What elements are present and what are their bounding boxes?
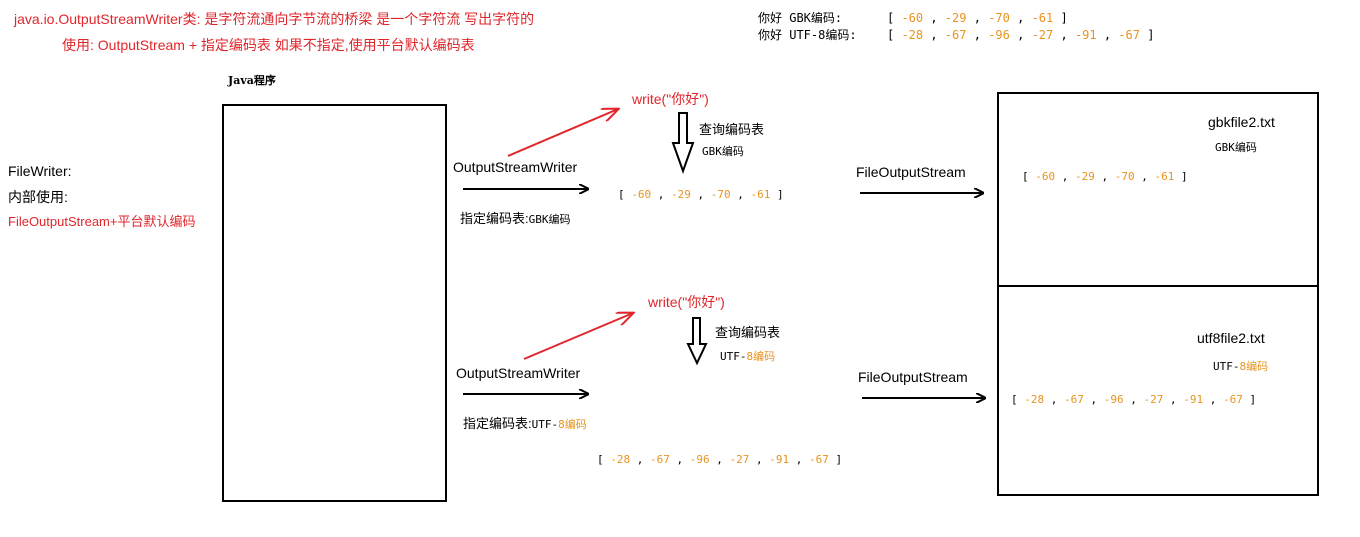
ref-gbk-bytes: [ -60 , -29 , -70 , -61 ] [887, 11, 1068, 25]
gbk-specify-label: 指定编码表:GBK编码 [460, 211, 571, 226]
utf8-red-arrow [523, 313, 633, 360]
utf8-file-bytes: [ -28 , -67 , -96 , -27 , -91 , -67 ] [1011, 393, 1257, 406]
byte-value: -91 [769, 453, 790, 466]
ref-gbk-label: 你好 GBK编码: [758, 11, 843, 25]
byte-value: -67 [650, 453, 670, 466]
byte-value: -91 [1183, 393, 1204, 406]
byte-value: -96 [689, 453, 710, 466]
byte-value: -27 [1031, 28, 1054, 42]
gbk-lookup-label: 查询编码表 [699, 122, 765, 137]
byte-value: -70 [988, 11, 1010, 25]
header-line-1: java.io.OutputStreamWriter类: 是字符流通向字节流的桥… [14, 11, 535, 27]
byte-value: -96 [1103, 393, 1124, 406]
utf8-encoding-label: UTF-8编码 [720, 350, 776, 363]
gbk-file-bytes: [ -60 , -29 , -70 , -61 ] [1022, 170, 1188, 183]
byte-value: -61 [1031, 11, 1054, 25]
byte-value: -28 [901, 28, 924, 42]
byte-value: -67 [1223, 393, 1243, 406]
fos-default-label: FileOutputStream+平台默认编码 [8, 214, 196, 229]
utf8-write-call: write("你好") [648, 294, 725, 310]
byte-value: -28 [1024, 393, 1045, 406]
gbk-osw-label: OutputStreamWriter [453, 159, 578, 175]
byte-value: -60 [631, 188, 652, 201]
java-program-label: Java程序 [228, 74, 276, 87]
byte-value: -61 [750, 188, 771, 201]
gbk-file-name: gbkfile2.txt [1208, 114, 1275, 130]
gbk-fos-label: FileOutputStream [856, 164, 966, 180]
utf8-bytes-middle: [ -28 , -67 , -96 , -27 , -91 , -67 ] [597, 453, 843, 466]
utf8-specify-label: 指定编码表:UTF-8编码 [463, 416, 587, 431]
byte-value: -29 [1075, 170, 1095, 183]
utf8-file-encoding: UTF-8编码 [1213, 360, 1269, 373]
byte-value: -70 [710, 188, 731, 201]
utf8-file-name: utf8file2.txt [1197, 330, 1265, 346]
byte-value: -70 [1114, 170, 1135, 183]
utf8-file-box [997, 285, 1319, 496]
byte-value: -67 [1118, 28, 1141, 42]
gbk-encoding-label: GBK编码 [702, 145, 744, 158]
header-line-2: 使用: OutputStream + 指定编码表 如果不指定,使用平台默认编码表 [62, 37, 475, 53]
byte-value: -96 [988, 28, 1010, 42]
byte-value: -91 [1074, 28, 1097, 42]
ref-utf8-bytes: [ -28 , -67 , -96 , -27 , -91 , -67 ] [887, 28, 1155, 42]
gbk-red-arrow [507, 109, 618, 157]
byte-value: -67 [1064, 393, 1084, 406]
inner-use-label: 内部使用: [8, 189, 68, 205]
utf8-osw-label: OutputStreamWriter [456, 365, 581, 381]
gbk-down-arrow [671, 112, 695, 174]
java-program-box [222, 104, 447, 502]
gbk-bytes-middle: [ -60 , -29 , -70 , -61 ] [618, 188, 784, 201]
byte-value: -28 [610, 453, 631, 466]
byte-value: -67 [944, 28, 967, 42]
filewriter-label: FileWriter: [8, 163, 72, 179]
byte-value: -60 [1035, 170, 1056, 183]
gbk-write-call: write("你好") [632, 91, 709, 107]
ref-utf8-label: 你好 UTF-8编码: [758, 28, 857, 42]
byte-value: -67 [809, 453, 829, 466]
utf8-down-arrow [686, 317, 708, 366]
byte-value: -27 [729, 453, 750, 466]
utf8-lookup-label: 查询编码表 [715, 325, 781, 340]
byte-value: -27 [1143, 393, 1164, 406]
byte-value: -29 [944, 11, 967, 25]
utf8-fos-label: FileOutputStream [858, 369, 968, 385]
byte-value: -60 [901, 11, 924, 25]
byte-value: -61 [1154, 170, 1175, 183]
gbk-file-encoding: GBK编码 [1215, 141, 1257, 154]
byte-value: -29 [671, 188, 691, 201]
